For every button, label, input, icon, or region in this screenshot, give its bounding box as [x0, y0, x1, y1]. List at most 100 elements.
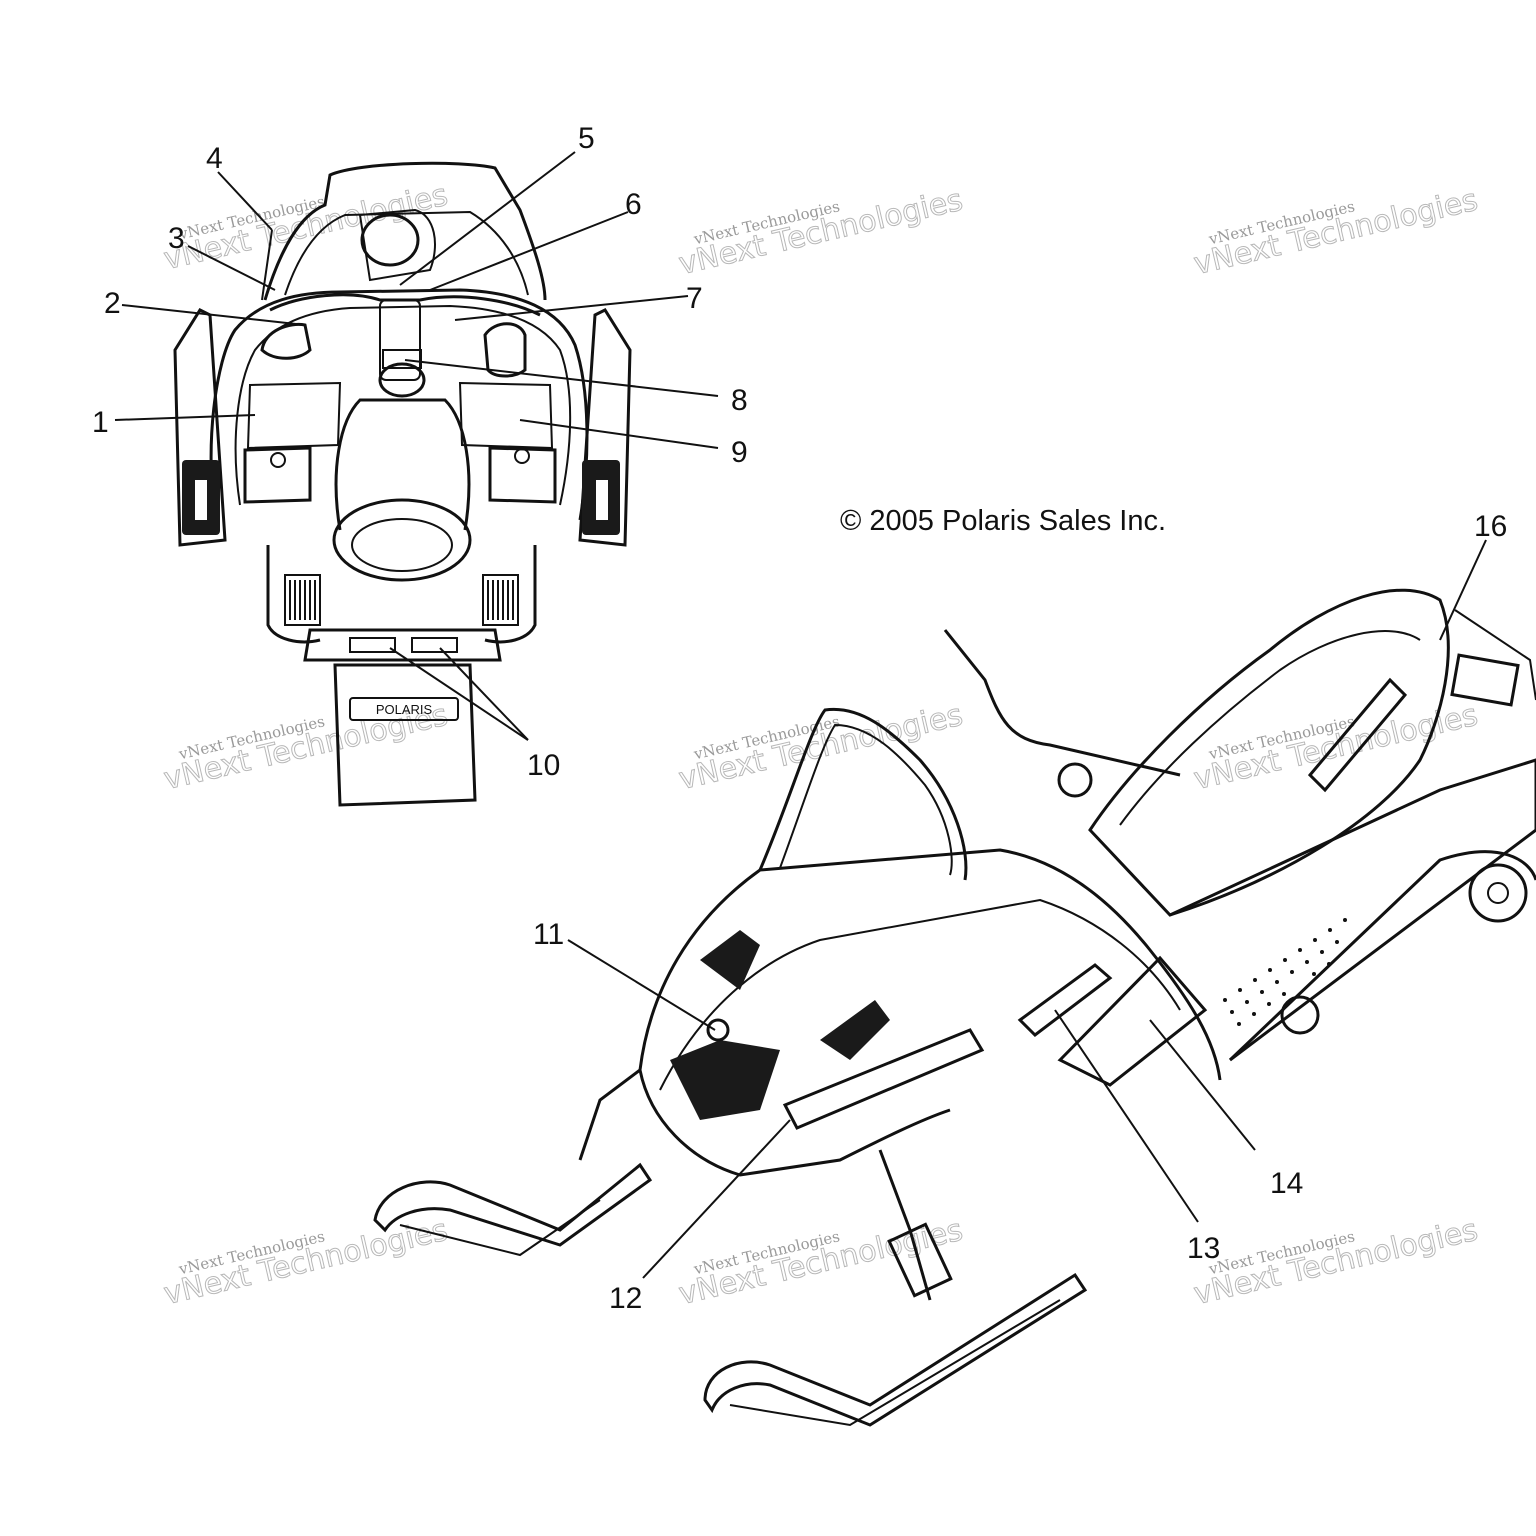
headlight-right [820, 1000, 890, 1060]
right-handguard [483, 322, 527, 378]
callout-13: 13 [1187, 1232, 1220, 1265]
right-side-panel-decal [458, 381, 554, 450]
left-lower-hole [270, 452, 286, 468]
handlebar [943, 629, 1181, 777]
windshield [758, 707, 968, 881]
front-suspension-left [578, 1068, 641, 1161]
headlight-left [700, 930, 760, 990]
leader-10b [439, 647, 529, 741]
callout-5: 5 [578, 122, 595, 155]
taillight-inner [351, 518, 453, 572]
right-ski [703, 1272, 1088, 1427]
gauge-pod [358, 208, 436, 282]
fuel-cap [1057, 762, 1093, 798]
side-panel-14 [1057, 955, 1208, 1087]
rear-grab-bar [303, 628, 502, 662]
snow-flap [333, 663, 477, 807]
callout-numbers: 1 2 3 4 5 6 7 8 9 10 11 12 13 14 16 [92, 122, 1507, 1315]
callout-10: 10 [527, 749, 560, 782]
tunnel [1169, 758, 1536, 1062]
watermarks: vNext Technologies vNext Technologies vN… [160, 177, 1481, 1312]
leader-7 [454, 295, 689, 321]
leader-14 [1149, 1019, 1256, 1151]
left-ski-slot [195, 480, 207, 520]
left-vent-slats [289, 580, 316, 620]
hood-decal-12 [782, 1028, 985, 1130]
snowmobile-top-view: POLARIS [173, 161, 632, 807]
console-decal [382, 349, 422, 369]
seat-decal [1307, 677, 1408, 793]
taillight-16 [1450, 653, 1520, 707]
leader-lines [114, 151, 1487, 1279]
copyright-text: © 2005 Polaris Sales Inc. [840, 505, 1166, 537]
right-vent-slats [487, 580, 514, 620]
watermark: vNext Technologies vNext Technologies [1190, 1212, 1481, 1312]
left-vent-frame [284, 574, 321, 626]
callout-12: 12 [609, 1282, 642, 1315]
left-ski [373, 1162, 653, 1247]
windshield-inner [284, 210, 529, 296]
leader-1 [114, 414, 256, 421]
taillight [332, 498, 472, 582]
leader-2 [121, 304, 306, 326]
leader-11 [567, 939, 716, 1031]
callout-4: 4 [206, 142, 223, 175]
right-spindle [887, 1222, 953, 1298]
leader-10a [389, 647, 529, 741]
callout-6: 6 [625, 188, 642, 221]
left-side-panel-decal [246, 381, 342, 450]
rear-idler-wheel [1468, 863, 1528, 923]
handlebar [269, 293, 541, 317]
right-ski-slot [596, 480, 608, 520]
leader-12 [642, 1119, 791, 1279]
steering-post [379, 299, 421, 381]
rear-idler-hub [1487, 882, 1509, 904]
left-vent [284, 574, 321, 626]
windshield-inner [779, 723, 953, 876]
hood-inner [234, 304, 572, 506]
watermark: vNext Technologies vNext Technologies [675, 1212, 966, 1312]
rear-decal-right [411, 637, 458, 653]
snowmobile-side-view [373, 588, 1536, 1427]
rear-bumper-left [266, 545, 321, 644]
left-lower-box [243, 446, 312, 504]
leader-16 [1439, 539, 1487, 641]
right-vent-frame [482, 574, 519, 626]
right-lower-hole [514, 448, 530, 464]
callout-11: 11 [533, 918, 564, 951]
front-badge [706, 1018, 730, 1042]
track [1228, 850, 1536, 1062]
leader-6 [429, 211, 629, 291]
hood [638, 848, 1222, 1081]
watermark: vNext Technologies vNext Technologies [675, 182, 966, 282]
right-vent [482, 574, 519, 626]
right-ski-side [578, 308, 632, 547]
leader-3 [187, 245, 276, 291]
rear-bumper-right [484, 545, 537, 644]
callout-9: 9 [731, 436, 748, 469]
right-lower-box [488, 446, 557, 504]
tunnel-perforation [1223, 918, 1347, 1026]
callout-8: 8 [731, 384, 748, 417]
polaris-badge-text: POLARIS [376, 702, 433, 717]
callout-16: 16 [1474, 510, 1507, 543]
front-grille [670, 1040, 780, 1120]
fuel-cap [378, 362, 426, 398]
windshield [263, 161, 547, 301]
callout-14: 14 [1270, 1167, 1303, 1200]
right-ski-rail [729, 1299, 1061, 1427]
tunnel-rail [1454, 609, 1536, 701]
callout-7: 7 [686, 282, 703, 315]
mid-wheel [1280, 995, 1320, 1035]
leader-8 [404, 359, 719, 397]
gauge [360, 213, 420, 267]
left-handguard [260, 322, 312, 360]
left-ski-rail [399, 1199, 601, 1257]
rear-decal-left [349, 637, 396, 653]
side-decal-13 [1017, 963, 1113, 1037]
leader-5 [399, 151, 576, 286]
watermark: vNext Technologies vNext Technologies [160, 1212, 451, 1312]
seat-inner [1119, 630, 1421, 826]
watermark: vNext Technologies vNext Technologies [1190, 182, 1481, 282]
